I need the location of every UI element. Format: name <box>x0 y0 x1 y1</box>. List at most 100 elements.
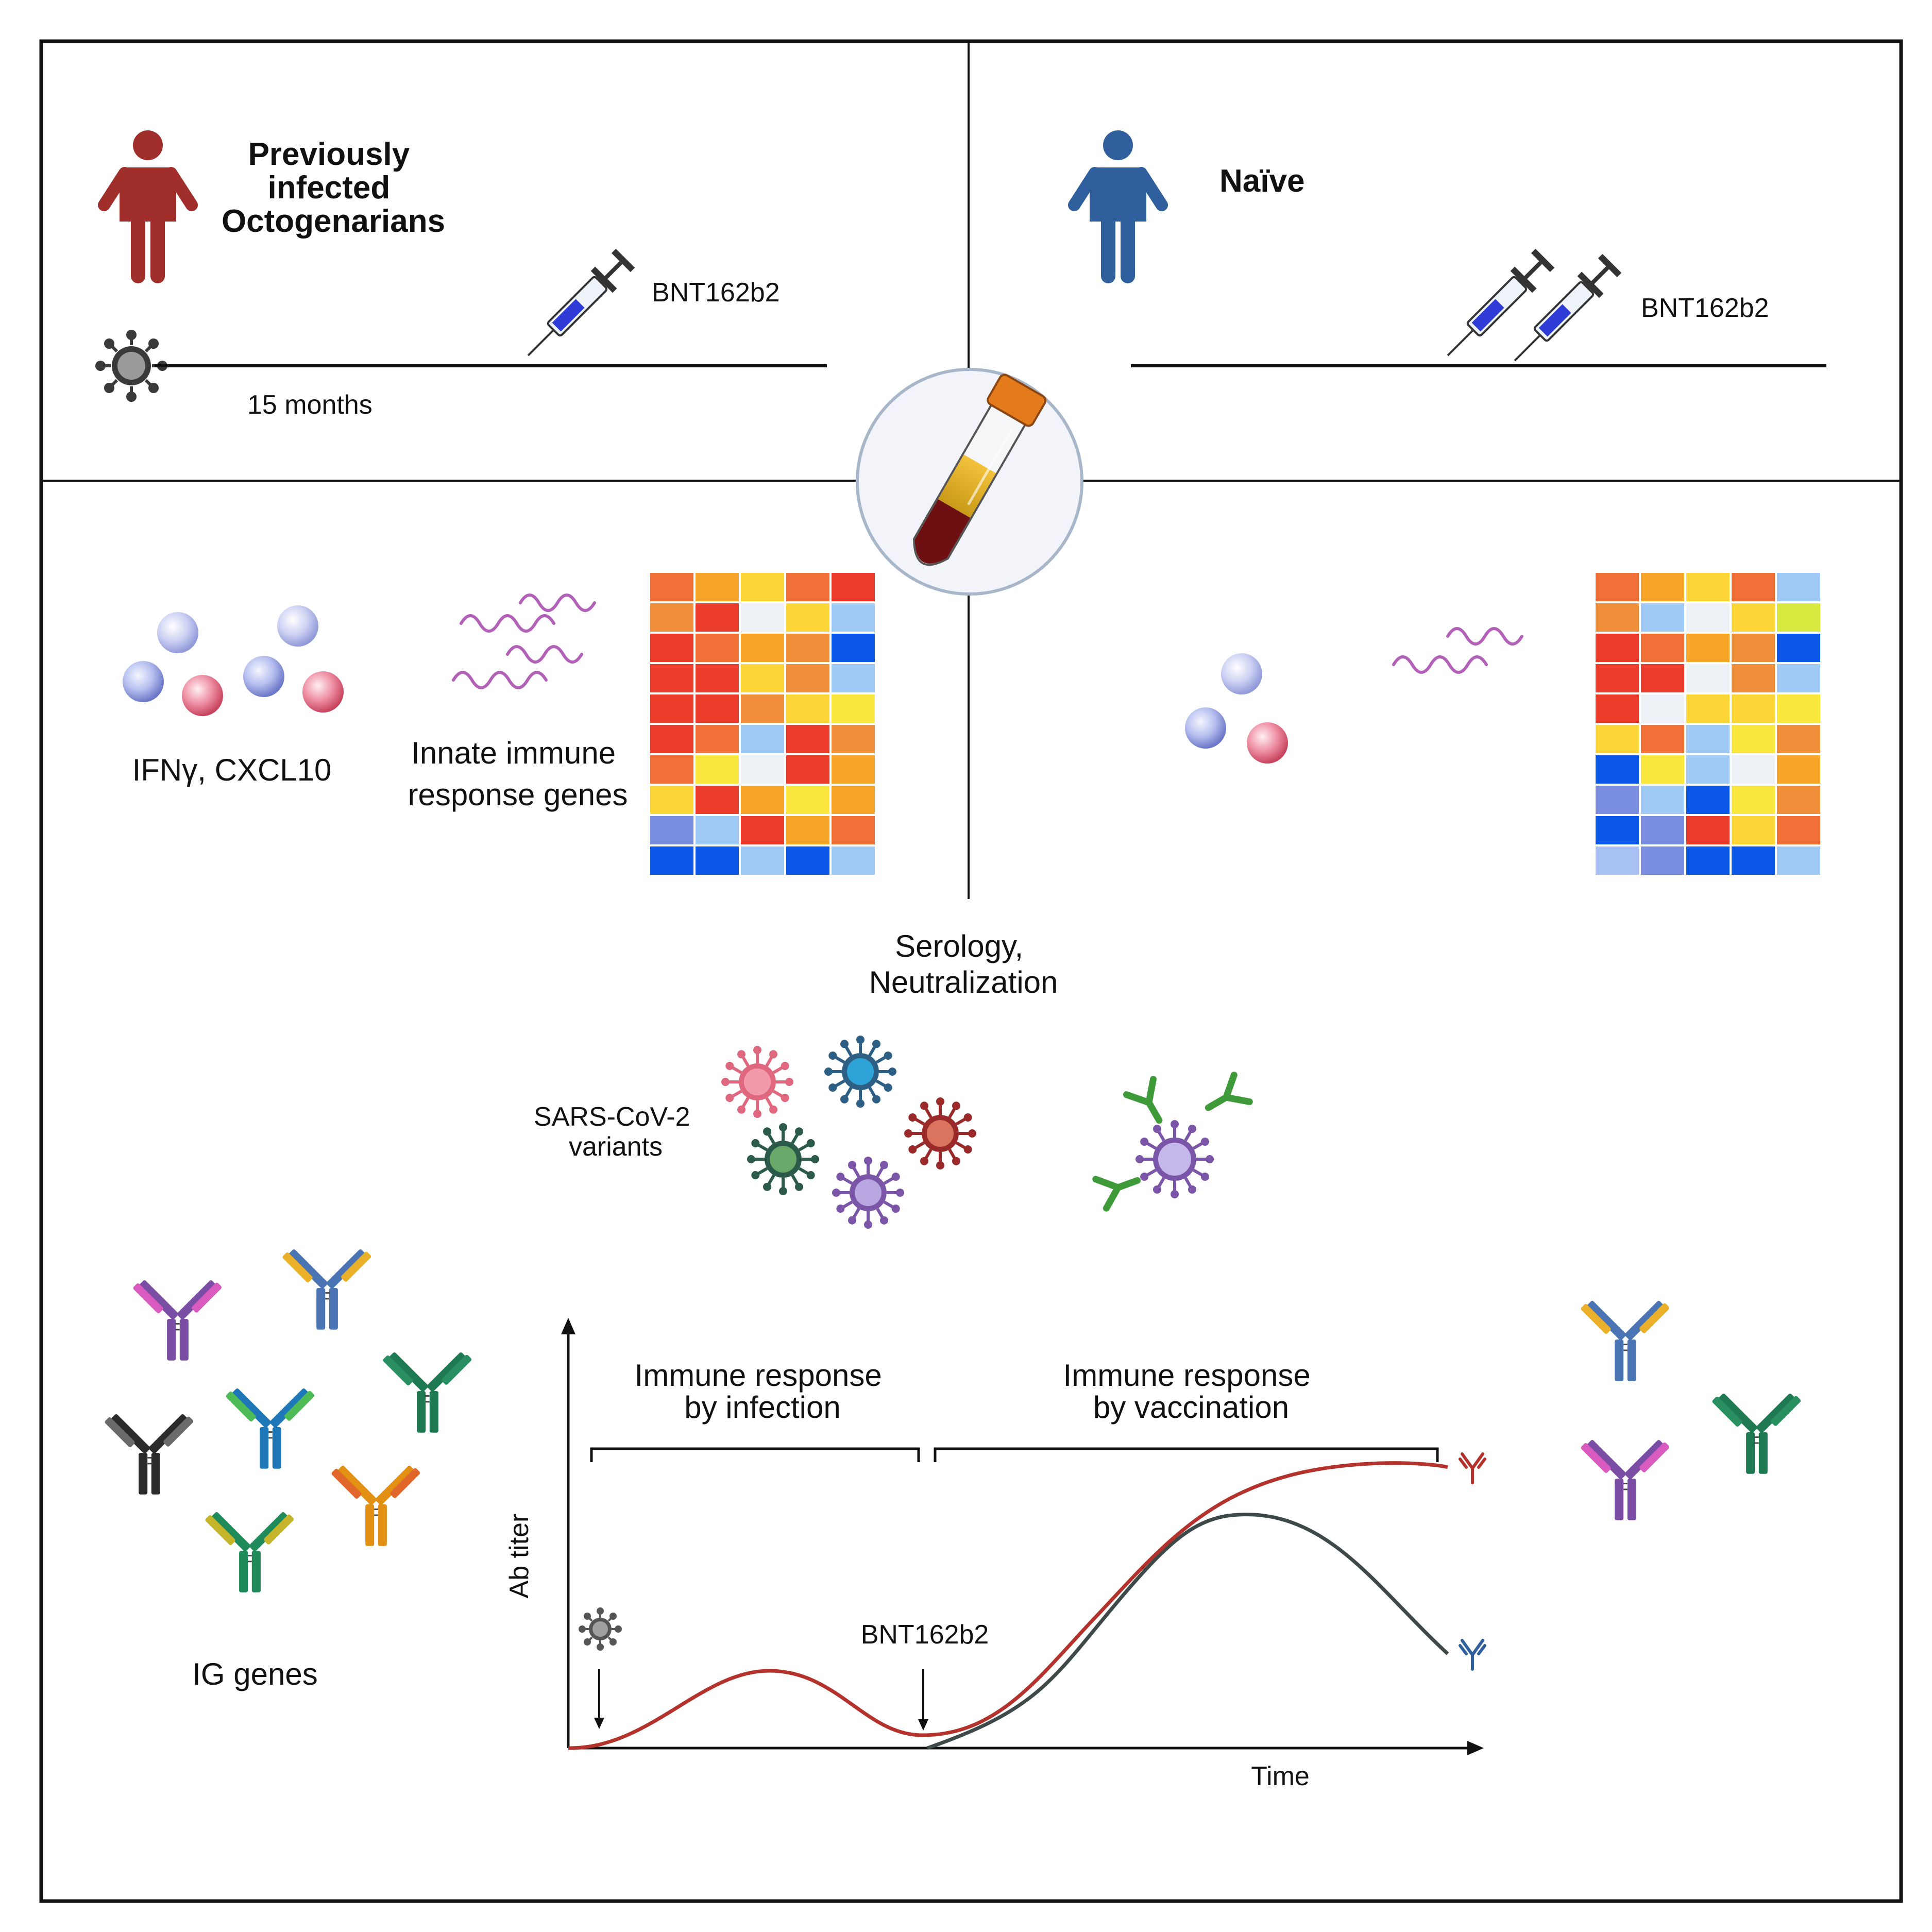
antibody-icon-red <box>1459 1452 1486 1484</box>
infection-marker <box>579 1607 622 1729</box>
heatmap-cell <box>1777 694 1820 723</box>
virus-icon-infection <box>95 330 167 402</box>
y-axis-label: Ab titer <box>504 1514 534 1599</box>
heatmap-cell <box>650 664 693 692</box>
heatmap-cell <box>786 846 829 875</box>
heatmap-cell <box>1777 573 1820 601</box>
heatmap-cell <box>696 634 739 662</box>
heatmap-cell <box>741 694 784 723</box>
previously-infected-panel: Previously infected Octogenarians 15 mon… <box>95 130 827 420</box>
virus-icon <box>832 1157 904 1229</box>
heatmap-cell <box>696 694 739 723</box>
heatmap-cell <box>1641 725 1684 753</box>
antibody-icon-blue <box>1459 1639 1486 1671</box>
virus-icon <box>579 1607 622 1651</box>
blood-sample-tube-icon <box>856 368 1083 596</box>
cytokine-particles-previously-infected <box>123 605 344 716</box>
heatmap-cell <box>1641 603 1684 632</box>
heatmap-cell <box>1732 573 1775 601</box>
virus-icon <box>1136 1120 1214 1198</box>
heatmap-cell <box>1777 603 1820 632</box>
heatmap-cell <box>1732 725 1775 753</box>
heatmap-cell <box>1596 603 1639 632</box>
antibody-icon <box>105 1414 194 1495</box>
heatmap-cell <box>786 694 829 723</box>
serology-title: Serology, Neutralization <box>869 929 1058 999</box>
sars-cov-2-variant-icons <box>721 1036 976 1229</box>
antibody-icon <box>205 1512 294 1592</box>
heatmap-cell <box>1686 846 1730 875</box>
vaccination-phase-label: Immune response by vaccination <box>1063 1358 1319 1425</box>
heatmap-cell <box>741 603 784 632</box>
heatmap-cell <box>1596 816 1639 844</box>
virus-icon <box>904 1097 976 1170</box>
heatmap-cell <box>1777 786 1820 814</box>
rna-transcripts-previously-infected <box>452 594 596 689</box>
heatmap-cell <box>1641 664 1684 692</box>
innate-genes-label: Innate immune response genes <box>408 736 628 812</box>
antibody-icon <box>331 1465 420 1546</box>
infection-phase-label: Immune response by infection <box>635 1358 891 1425</box>
heatmap-cell <box>741 664 784 692</box>
interval-label: 15 months <box>247 390 372 420</box>
heatmap-cell <box>832 846 875 875</box>
previously-infected-titer-curve <box>568 1461 1449 1750</box>
heatmap-cell <box>650 846 693 875</box>
virus-icon <box>747 1123 819 1195</box>
naive-panel: Naïve BNT162b2 <box>1068 130 1826 367</box>
heatmap-cell <box>1732 603 1775 632</box>
heatmap-cell <box>1686 573 1730 601</box>
heatmap-cell <box>1686 786 1730 814</box>
infection-phase-bracket <box>590 1447 920 1462</box>
heatmap-cell <box>696 786 739 814</box>
heatmap-cell <box>1777 664 1820 692</box>
heatmap-cell <box>1777 634 1820 662</box>
naive-title: Naïve <box>1219 163 1304 199</box>
heatmap-cell <box>1777 755 1820 784</box>
heatmap-cell <box>1641 573 1684 601</box>
virus-icon <box>721 1046 793 1118</box>
heatmap-cell <box>1732 634 1775 662</box>
cytokines-label: IFNγ, CXCL10 <box>132 753 332 787</box>
heatmap-cell <box>696 573 739 601</box>
heatmap-cell <box>832 755 875 784</box>
syringe-icon <box>527 248 635 357</box>
ig-genes-label: IG genes <box>192 1657 318 1691</box>
heatmap-cell <box>1641 634 1684 662</box>
antibody-icon <box>1581 1439 1670 1520</box>
heatmap-cell <box>1641 694 1684 723</box>
antibody-icon <box>1712 1393 1801 1474</box>
heatmap-cell <box>1596 664 1639 692</box>
antibody-titer-graph: Ab titer Time Immune response by infecti… <box>504 1318 1486 1791</box>
heatmap-cell <box>741 846 784 875</box>
heatmap-cell <box>1641 816 1684 844</box>
heatmap-cell <box>832 786 875 814</box>
heatmap-cell <box>1596 755 1639 784</box>
heatmap-cell <box>832 634 875 662</box>
heatmap-cell <box>1732 664 1775 692</box>
heatmap-cell <box>1777 725 1820 753</box>
naive-titer-curve <box>926 1513 1449 1750</box>
heatmap-cell <box>1641 755 1684 784</box>
heatmap-cell <box>741 573 784 601</box>
heatmap-cell <box>1596 786 1639 814</box>
heatmap-cell <box>696 755 739 784</box>
heatmap-cell <box>1732 694 1775 723</box>
antibody-icon <box>282 1249 371 1330</box>
heatmap-cell <box>786 603 829 632</box>
heatmap-cell <box>741 725 784 753</box>
syringe-icon <box>1514 253 1622 362</box>
heatmap-cell <box>650 786 693 814</box>
heatmap-previously-infected <box>650 573 875 875</box>
heatmap-cell <box>786 634 829 662</box>
heatmap-cell <box>786 573 829 601</box>
heatmap-cell <box>696 725 739 753</box>
ig-antibody-icons <box>105 1249 472 1592</box>
heatmap-cell <box>741 755 784 784</box>
heatmap-cell <box>1686 725 1730 753</box>
heatmap-cell <box>832 694 875 723</box>
cytokine-particles-naive <box>1185 653 1288 764</box>
heatmap-cell <box>1686 634 1730 662</box>
heatmap-cell <box>1686 816 1730 844</box>
